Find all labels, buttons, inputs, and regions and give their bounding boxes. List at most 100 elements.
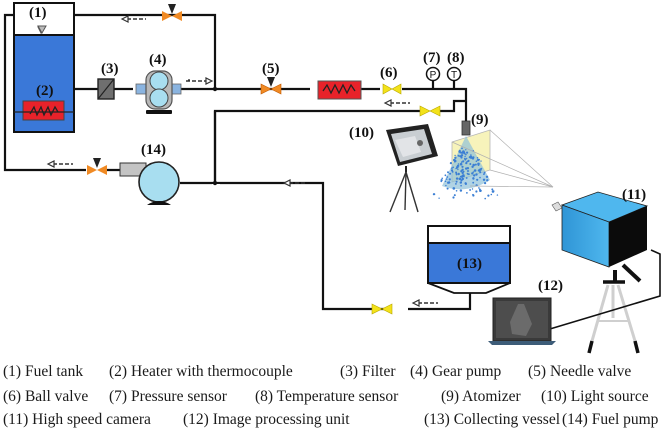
spray-droplet	[490, 193, 493, 196]
image-processing-laptop	[488, 297, 556, 345]
legend-item: (12) Image processing unit	[183, 411, 350, 428]
spray-droplet	[456, 166, 459, 169]
camera-cable	[499, 249, 661, 345]
spray-droplet	[450, 169, 454, 172]
spray-droplet	[473, 169, 477, 172]
spray-droplet	[483, 173, 485, 176]
legend-item: (4) Gear pump	[410, 363, 502, 380]
spray-droplet	[455, 177, 459, 180]
spray-droplet	[491, 188, 494, 191]
spray-droplet	[480, 167, 483, 170]
spray-droplet	[479, 176, 481, 179]
pressure-gauge-letter: P	[430, 70, 437, 81]
spray-droplet	[470, 154, 472, 156]
spray-droplet	[454, 156, 457, 159]
camera-view-lines	[451, 129, 554, 188]
pressure-sensor: P	[425, 66, 441, 82]
spray-droplet	[447, 181, 450, 184]
spray-droplet	[440, 179, 443, 182]
pump-inlet-pipe	[180, 181, 388, 311]
spray-droplet	[460, 161, 463, 163]
spray-droplet	[472, 171, 475, 173]
supply-pipe-5	[402, 87, 468, 123]
spray-droplet	[466, 192, 468, 194]
spray-droplet	[472, 181, 475, 184]
spray-droplet	[462, 150, 465, 153]
spray-droplet	[483, 178, 486, 181]
spray-droplet	[452, 196, 455, 199]
spray-droplet	[445, 178, 448, 180]
spray-droplet	[486, 179, 489, 182]
bypass-ball-valve	[419, 105, 441, 117]
spray-droplet	[460, 184, 462, 187]
label-gear-pump: (4)	[149, 52, 167, 68]
spray-droplet	[448, 178, 451, 181]
return-needle-valve-top	[162, 4, 182, 21]
spray-droplet	[464, 182, 467, 185]
spray-droplet	[455, 183, 457, 185]
bypass-pipe	[440, 99, 466, 113]
legend-item: (13) Collecting vessel	[424, 411, 561, 428]
spray-droplet	[466, 167, 470, 170]
spray-droplet	[460, 170, 463, 173]
spray-droplet	[453, 194, 456, 197]
spray-droplet	[464, 158, 467, 160]
legend-item: (9) Atomizer	[441, 388, 521, 405]
schematic-diagram: (1) (2) (3) (4) (5)	[3, 2, 661, 360]
spray-droplet	[465, 177, 468, 179]
spray-droplet	[472, 163, 476, 167]
spray-droplet	[446, 176, 449, 178]
spray-droplet	[466, 172, 469, 175]
spray-droplet	[476, 178, 479, 181]
spray-droplet	[477, 162, 480, 166]
temperature-gauge-letter: T	[451, 70, 457, 81]
spray-droplet	[487, 194, 490, 197]
collecting-vessel	[427, 225, 511, 294]
spray-droplet	[462, 160, 465, 163]
atomizer	[432, 120, 499, 200]
label-needle-valve: (5)	[262, 61, 280, 77]
spray-droplet	[473, 174, 476, 177]
spray-droplet	[466, 160, 469, 163]
spray-droplet	[471, 188, 474, 190]
spray-droplet	[478, 187, 480, 189]
needle-valve	[260, 77, 282, 95]
spray-droplet	[453, 160, 456, 163]
spray-droplet	[456, 164, 459, 167]
spray-droplet	[466, 157, 468, 160]
spray-droplet	[441, 177, 444, 180]
return-pipe-top	[74, 13, 217, 89]
spray-droplet	[455, 190, 458, 192]
label-temperature-sensor: (8)	[447, 50, 465, 66]
spray-droplet	[453, 158, 456, 162]
legend-item: (7) Pressure sensor	[109, 388, 227, 405]
label-filter: (3)	[101, 61, 119, 77]
spray-droplet	[484, 197, 487, 200]
spray-droplet	[461, 152, 464, 154]
spray-droplet	[476, 159, 479, 161]
spray-droplet	[466, 170, 469, 172]
spray-droplet	[471, 172, 474, 175]
fuel-pump	[119, 161, 180, 205]
spray-droplet	[452, 166, 455, 169]
label-ball-valve: (6)	[380, 65, 398, 81]
bypass-return	[213, 109, 420, 360]
legend-item: (8) Temperature sensor	[255, 388, 399, 405]
spray-droplet	[461, 171, 464, 175]
label-fuel-tank: (1)	[29, 5, 47, 21]
spray-droplet	[480, 160, 482, 162]
spray-droplet	[465, 149, 467, 151]
spray-droplet	[461, 147, 463, 150]
spray-droplet	[454, 154, 456, 157]
high-speed-camera	[499, 191, 661, 354]
spray-droplet	[472, 177, 475, 180]
spray-droplet	[459, 175, 462, 178]
spray-droplet	[458, 149, 461, 152]
spray-droplet	[447, 171, 449, 174]
label-heater: (2)	[36, 83, 54, 99]
legend-item: (10) Light source	[541, 388, 649, 405]
spray-droplet	[479, 189, 482, 192]
spray-droplet	[469, 155, 473, 159]
spray-droplet	[483, 171, 486, 174]
spray-droplet	[475, 173, 478, 176]
